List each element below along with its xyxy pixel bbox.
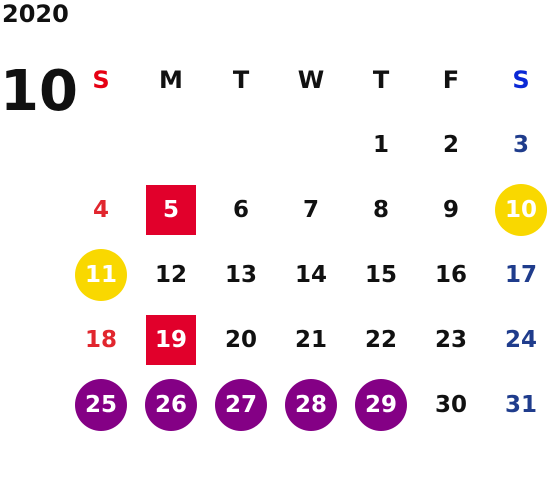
calendar-day: 1 xyxy=(346,112,416,177)
calendar-day: 28 xyxy=(276,372,346,437)
calendar-day: 10 xyxy=(486,177,548,242)
calendar-day: 8 xyxy=(346,177,416,242)
day-number-circle-yellow: 10 xyxy=(495,183,547,236)
day-number: 2 xyxy=(442,131,459,158)
day-number: 17 xyxy=(504,261,537,288)
calendar-day: 3 xyxy=(486,112,548,177)
calendar-day: 31 xyxy=(486,372,548,437)
calendar-day: 30 xyxy=(416,372,486,437)
calendar-day: 9 xyxy=(416,177,486,242)
calendar-day: 14 xyxy=(276,242,346,307)
calendar-day: 11 xyxy=(66,242,136,307)
calendar-day: 26 xyxy=(136,372,206,437)
day-number: 7 xyxy=(302,196,319,223)
calendar-day: 25 xyxy=(66,372,136,437)
calendar-empty-cell xyxy=(276,112,346,177)
day-number: 12 xyxy=(154,261,187,288)
weekday-header-monday: M xyxy=(159,66,183,94)
weekday-header-tuesday: T xyxy=(232,66,250,94)
day-number: 8 xyxy=(372,196,389,223)
weekday-header-friday: F xyxy=(442,66,460,94)
weekday-header-sunday: S xyxy=(92,66,110,94)
day-number: 30 xyxy=(434,391,467,418)
calendar-day: 7 xyxy=(276,177,346,242)
day-number: 31 xyxy=(504,391,537,418)
day-number: 9 xyxy=(442,196,459,223)
day-number: 13 xyxy=(224,261,257,288)
calendar-day: 15 xyxy=(346,242,416,307)
day-number: 21 xyxy=(294,326,327,353)
day-number: 20 xyxy=(224,326,257,353)
calendar-day: 21 xyxy=(276,307,346,372)
day-number: 4 xyxy=(92,196,109,223)
calendar-day: 6 xyxy=(206,177,276,242)
day-number: 1 xyxy=(372,131,389,158)
day-number-square: 5 xyxy=(146,184,196,235)
day-number-square: 19 xyxy=(146,314,196,365)
day-number: 22 xyxy=(364,326,397,353)
day-number-circle-purple: 25 xyxy=(75,378,127,431)
year-label: 2020 xyxy=(2,0,69,28)
day-number-circle-purple: 29 xyxy=(355,378,407,431)
day-number-circle-yellow: 11 xyxy=(75,248,127,301)
weekday-header-wednesday: W xyxy=(297,66,325,94)
weekday-header-thursday: T xyxy=(372,66,390,94)
day-number: 3 xyxy=(512,131,529,158)
calendar-empty-cell xyxy=(206,112,276,177)
calendar-day: 4 xyxy=(66,177,136,242)
day-number-circle-purple: 28 xyxy=(285,378,337,431)
calendar-day: 27 xyxy=(206,372,276,437)
calendar-day: 18 xyxy=(66,307,136,372)
calendar-empty-cell xyxy=(66,112,136,177)
day-number: 18 xyxy=(84,326,117,353)
calendar-day: 16 xyxy=(416,242,486,307)
day-number: 14 xyxy=(294,261,327,288)
calendar-day: 12 xyxy=(136,242,206,307)
calendar-day: 22 xyxy=(346,307,416,372)
calendar-day: 29 xyxy=(346,372,416,437)
weekday-header-saturday: S xyxy=(512,66,530,94)
day-number: 15 xyxy=(364,261,397,288)
calendar-day: 13 xyxy=(206,242,276,307)
day-number: 24 xyxy=(504,326,537,353)
day-number-circle-purple: 27 xyxy=(215,378,267,431)
day-number: 6 xyxy=(232,196,249,223)
day-number-circle-purple: 26 xyxy=(145,378,197,431)
calendar-day: 24 xyxy=(486,307,548,372)
calendar-day: 19 xyxy=(136,307,206,372)
calendar-day: 5 xyxy=(136,177,206,242)
calendar-day: 23 xyxy=(416,307,486,372)
calendar-day: 20 xyxy=(206,307,276,372)
day-number: 23 xyxy=(434,326,467,353)
calendar-day: 2 xyxy=(416,112,486,177)
month-label: 10 xyxy=(0,59,78,124)
calendar-empty-cell xyxy=(136,112,206,177)
day-number: 16 xyxy=(434,261,467,288)
calendar-day: 17 xyxy=(486,242,548,307)
